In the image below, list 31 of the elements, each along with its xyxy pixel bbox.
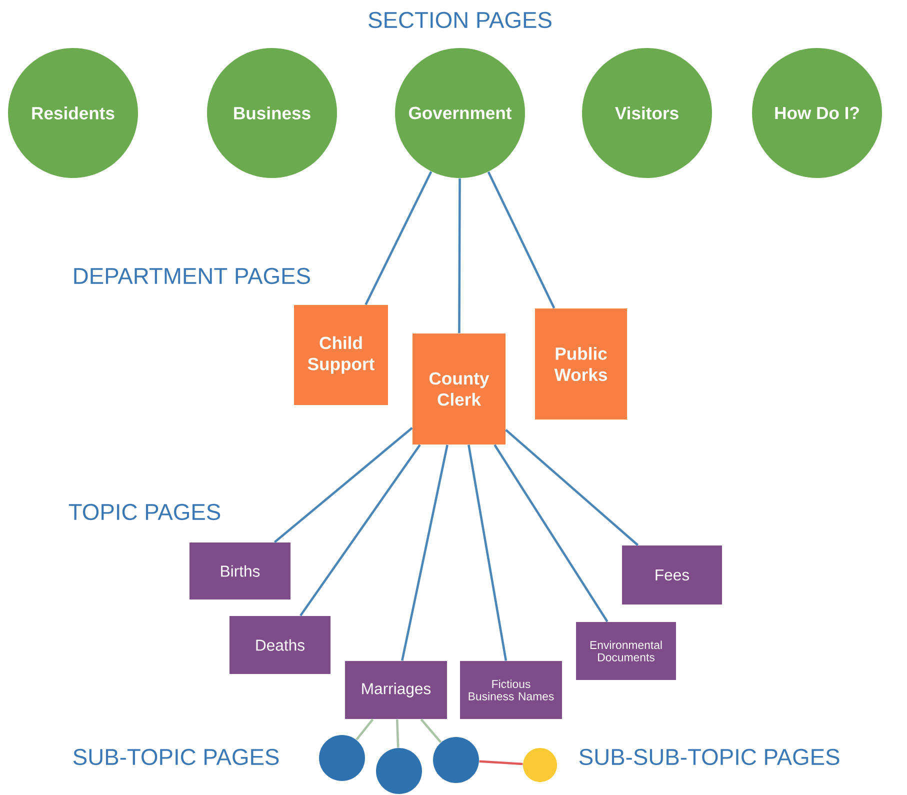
connector-line [274,427,413,544]
connector-line [364,171,432,306]
connector-line [487,171,556,309]
connector-line [401,444,448,661]
connector-line [300,444,421,616]
topic-box: Deaths [230,616,330,674]
connector-line [396,719,400,748]
sub-topic-circle [376,748,422,794]
connector-line [479,760,523,766]
connector-line [505,429,639,546]
sub-sub-topic-circle [523,748,558,782]
sub-topic-circle [319,735,365,781]
section-heading: SUB-TOPIC PAGES [73,748,279,766]
connector-line [468,444,508,661]
topic-box: Fees [622,546,722,604]
connector-line [494,444,608,622]
topic-box: Environmental Documents [576,622,676,680]
sub-topic-circle [433,737,479,784]
connector-line [458,178,461,334]
connector-line [420,718,442,744]
department-box: Child Support [294,305,388,405]
topic-box: Marriages [345,661,447,719]
topic-box: Fictious Business Names [460,661,562,719]
department-box: County Clerk [412,334,506,444]
topic-box: Births [190,542,290,600]
section-heading: DEPARTMENT PAGES [74,268,310,284]
department-box: Public Works [535,308,627,420]
section-heading: TOPIC PAGES [68,504,220,520]
connector-line [356,718,374,740]
section-heading: SUB-SUB-TOPIC PAGES [579,748,840,766]
section-heading: SECTION PAGES [368,12,552,28]
